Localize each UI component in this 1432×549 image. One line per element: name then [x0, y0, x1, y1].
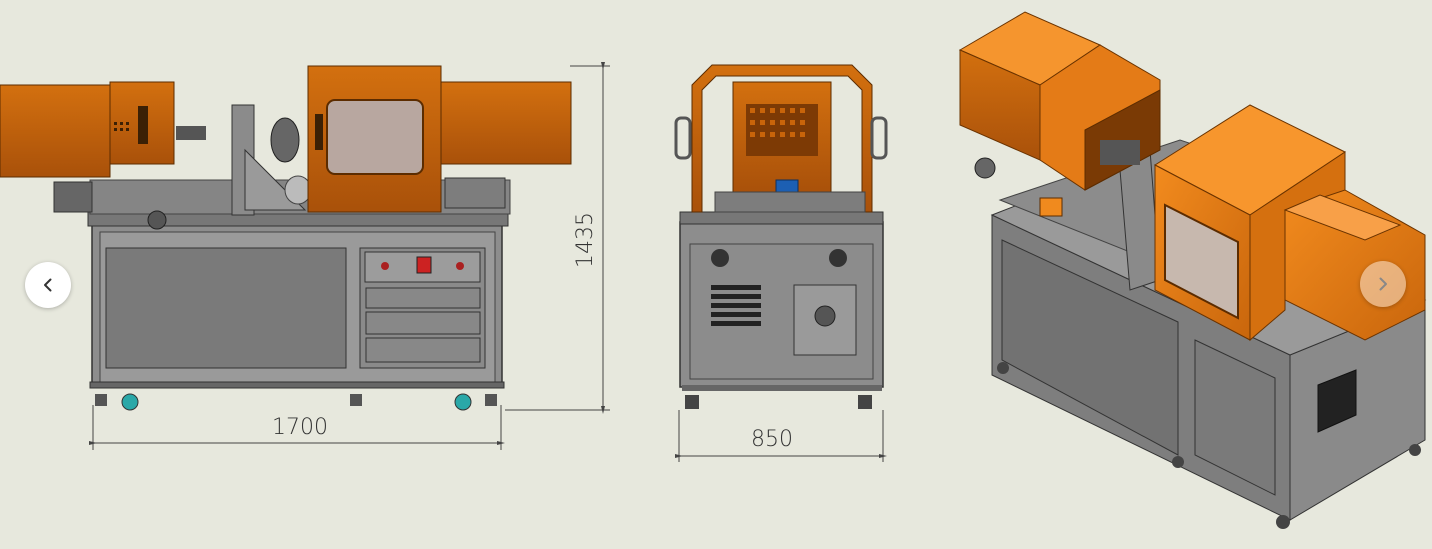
side-width-dimension: 850 [751, 427, 793, 452]
side-view [674, 64, 888, 409]
front-width-dimension: 1700 [272, 415, 328, 440]
front-height-dimension: 1435 [573, 212, 598, 268]
front-view-dimensions [89, 62, 610, 450]
front-view [0, 65, 572, 411]
isometric-view [958, 11, 1427, 529]
chevron-right-icon [1379, 277, 1387, 291]
side-view-dimensions [675, 410, 887, 462]
carousel-next-button[interactable] [1360, 261, 1406, 307]
carousel-prev-button[interactable] [25, 262, 71, 308]
chevron-left-icon [44, 278, 52, 292]
